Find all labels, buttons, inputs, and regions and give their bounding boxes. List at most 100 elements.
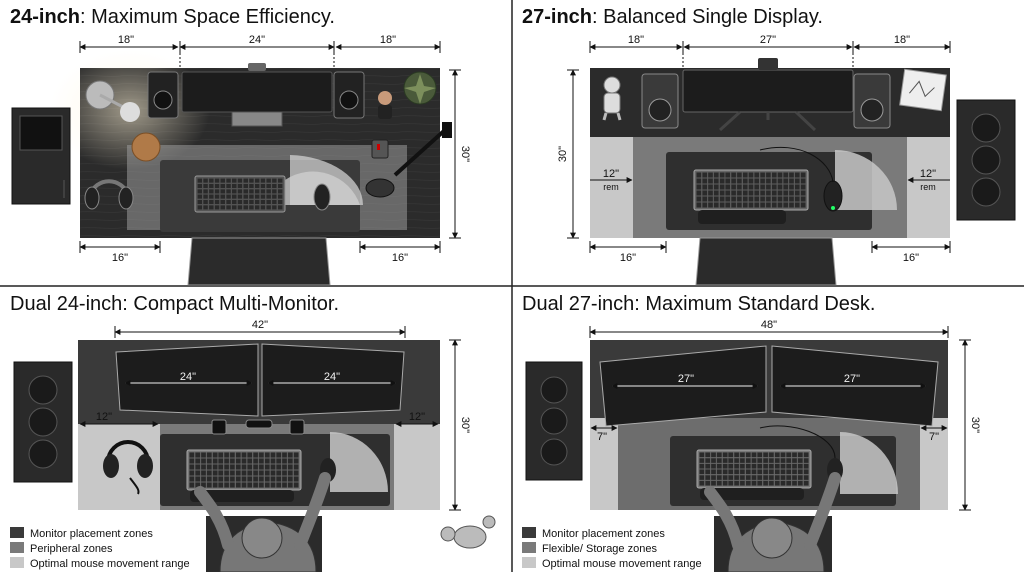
- pc-tower-icon: [525, 361, 583, 481]
- keyboard-keys: [696, 172, 806, 208]
- keyboard-key: [266, 204, 272, 210]
- keyboard-key: [281, 464, 288, 470]
- coaster-icon: [131, 132, 161, 162]
- keyboard-key: [751, 469, 757, 475]
- keyboard-key: [248, 178, 255, 184]
- keyboard-key: [252, 476, 259, 482]
- dim-depth: 30": [459, 417, 471, 433]
- keyboard-key: [788, 190, 795, 196]
- mouse-range: [835, 150, 897, 210]
- keyboard-key: [788, 178, 795, 184]
- keyboard-key: [783, 202, 789, 208]
- keyboard-key: [241, 464, 247, 470]
- keyboard-key: [710, 457, 717, 464]
- keyboard-key: [705, 463, 711, 469]
- keyboard-key: [293, 482, 299, 488]
- keyboard-key: [710, 463, 717, 469]
- keyboard-key: [733, 457, 740, 464]
- keyboard-key: [237, 188, 243, 194]
- keyboard-key: [728, 469, 734, 475]
- keyboard-key: [229, 476, 236, 482]
- keyboard-key: [202, 204, 209, 210]
- keyboard-key: [197, 188, 203, 194]
- keyboard-key: [713, 196, 719, 202]
- keyboard-key: [218, 476, 224, 482]
- keyboard-key: [736, 184, 743, 190]
- keyboard-key: [771, 184, 777, 190]
- keyboard-key: [189, 464, 195, 470]
- keyboard-key: [710, 469, 717, 475]
- keyboard-key: [699, 469, 705, 475]
- dim-center: 24": [249, 34, 265, 46]
- keyboard-key: [710, 480, 717, 486]
- keyboard-key: [733, 474, 740, 481]
- keyboard-key: [266, 183, 272, 189]
- keyboard-key: [231, 183, 237, 189]
- keyboard-key: [742, 202, 748, 208]
- keyboard-key: [705, 457, 711, 464]
- keyboard-key: [220, 188, 226, 194]
- panel-title-rest: : Balanced Single Display.: [592, 6, 823, 28]
- keyboard-key: [699, 452, 705, 458]
- keyboard-key: [200, 470, 207, 476]
- keyboard-key: [252, 470, 259, 476]
- keyboard-key: [202, 178, 209, 184]
- rem-label-left: rem: [603, 182, 619, 192]
- keyboard-key: [189, 470, 195, 476]
- keyboard-key: [777, 178, 783, 184]
- keyboard-key: [243, 183, 249, 189]
- dim-depth: 30": [557, 146, 569, 162]
- keyboard-key: [742, 178, 748, 184]
- keyboard-key: [759, 172, 766, 178]
- keyboard-key: [218, 470, 224, 476]
- keyboard-key: [716, 457, 722, 464]
- keyboard-key: [774, 457, 780, 464]
- panel-title: 24-inch: Maximum Space Efficiency.: [10, 6, 335, 28]
- keyboard-key: [254, 199, 260, 205]
- keyboard-key: [713, 190, 719, 196]
- plant-icon: [403, 71, 437, 105]
- keyboard-key: [189, 482, 195, 488]
- panel-27-inch: 27-inch: Balanced Single Display. 18" 27…: [522, 6, 1016, 286]
- keyboard-key: [736, 172, 743, 178]
- dim-side-left: 12": [96, 411, 112, 423]
- keyboard-key: [281, 482, 288, 488]
- dim-total: 48": [761, 319, 777, 331]
- keyboard-key: [748, 196, 754, 202]
- keyboard-key: [271, 183, 277, 189]
- dim-monitor-right: 24": [324, 371, 340, 383]
- chair-icon: [187, 237, 331, 286]
- legend: Monitor placement zones Flexible/ Storag…: [522, 527, 702, 570]
- keyboard-key: [757, 469, 763, 475]
- keyboard-key: [705, 474, 711, 481]
- keyboard-key: [235, 470, 241, 476]
- keyboard-key: [277, 204, 283, 210]
- keyboard-key: [794, 196, 800, 202]
- keyboard-key: [759, 178, 766, 184]
- keyboard-key: [762, 452, 769, 458]
- keyboard-key: [258, 458, 265, 464]
- panel-dual-24-inch: Dual 24-inch: Compact Multi-Monitor. 42"…: [10, 293, 496, 572]
- panel-title-rest: : Maximum Space Efficiency.: [80, 6, 335, 28]
- keyboard-key: [270, 470, 276, 476]
- keyboard-key: [757, 480, 763, 486]
- keyboard-key: [254, 194, 260, 200]
- keyboard-key: [702, 202, 708, 208]
- keyboard-key: [786, 463, 792, 469]
- keyboard-key: [277, 178, 283, 184]
- keyboard-key: [783, 196, 789, 202]
- keyboard-key: [254, 178, 260, 184]
- keyboard-key: [208, 199, 214, 205]
- keyboard-key: [229, 464, 236, 470]
- keyboard-key: [736, 202, 743, 208]
- legend-swatch: [522, 527, 536, 538]
- keyboard-key: [754, 184, 760, 190]
- keyboard-key: [780, 457, 786, 464]
- keyboard-key: [237, 199, 243, 205]
- keyboard-key: [208, 178, 214, 184]
- panel-dual-27-inch: Dual 27-inch: Maximum Standard Desk. 48"…: [522, 293, 981, 572]
- dim-depth: 30": [459, 146, 471, 162]
- keyboard-key: [777, 184, 783, 190]
- keyboard-key: [788, 202, 795, 208]
- rem-label-right: rem: [920, 182, 936, 192]
